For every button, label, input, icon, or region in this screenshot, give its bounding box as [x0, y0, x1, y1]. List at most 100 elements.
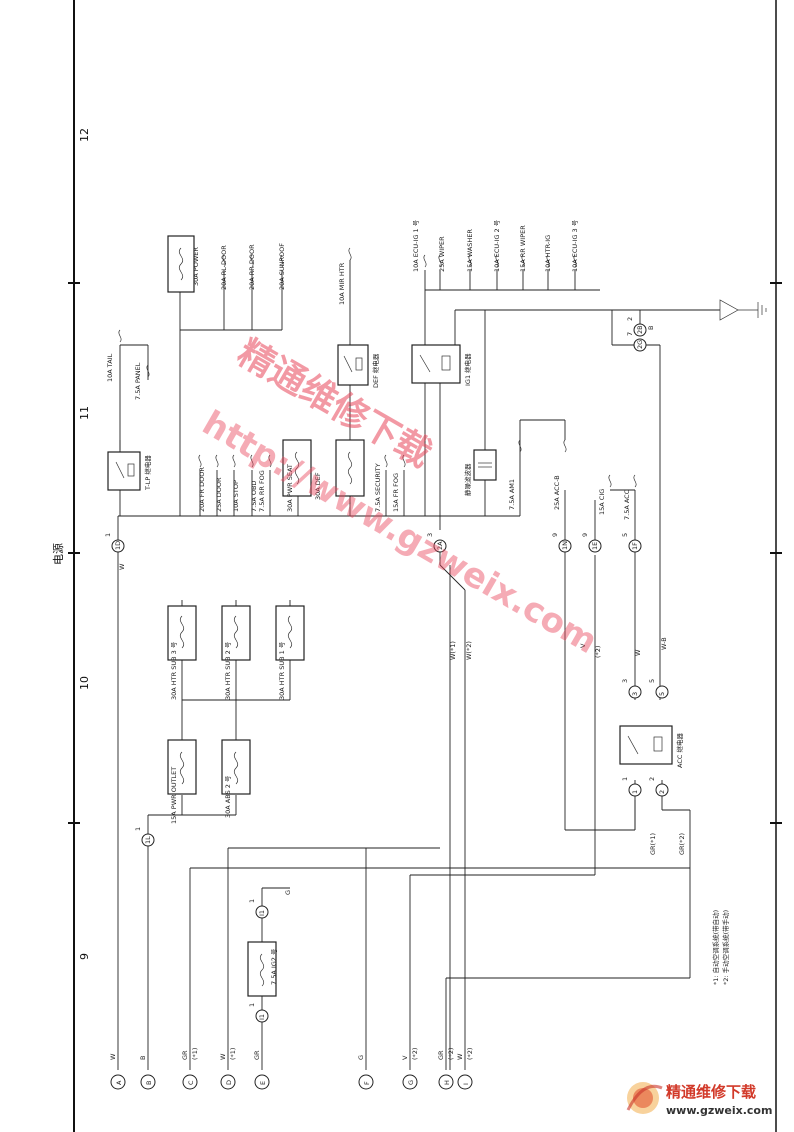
terminal-h: HGR(*2) [437, 1048, 455, 1090]
terminal-wire: V [401, 1055, 409, 1060]
fuse-label-sunroof: 20A SUNROOF [278, 243, 286, 290]
connector-pin: 9 [551, 533, 559, 537]
connector-code: 1N [561, 541, 569, 550]
relay-ig1 [411, 344, 461, 384]
connector-code: 2 [658, 790, 666, 794]
wire-labels: W W W-B B W(*1) W(*2) V (*2) GR(*1) GR(*… [118, 326, 686, 895]
relay-labels: T-LP 继电器 DEF 继电器 IG1 继电器 ACC 继电器 静噪滤波器 [143, 353, 684, 768]
connector-code: 1L [144, 836, 152, 844]
fuse-label-panel: 7.5A PANEL [134, 362, 142, 400]
fuse-label-ecuig2: 10A ECU-IG 2 号 [493, 219, 501, 272]
fuse-label-rldoor: 20A RL DOOR [220, 245, 228, 290]
fuse-abs2 [221, 739, 251, 795]
column-number: 9 [78, 953, 91, 960]
column-number: 10 [78, 676, 91, 690]
fuse-label-pwroutlet: 15A PWR OUTLET [170, 767, 178, 824]
relay-label-acc: ACC 继电器 [675, 733, 684, 768]
fuse-labels: 30A POWER 20A RL DOOR 20A RR DOOR 20A SUNRO… [106, 219, 631, 985]
fuse-label-ecuig3: 10A ECU-IG 3 号 [571, 219, 579, 272]
terminal-wire: GR [437, 1050, 445, 1060]
connector-code: 2A [436, 541, 444, 550]
fuse-label-mirhtr: 10A MIR HTR [338, 262, 346, 305]
terminal-note: (*1) [229, 1048, 237, 1060]
terminal-letter: D [225, 1080, 233, 1085]
fuse-def [335, 439, 365, 497]
terminal-wire: GR [253, 1050, 261, 1060]
terminal-letter: B [145, 1081, 153, 1085]
column-number: 12 [78, 128, 91, 142]
terminal-e: EGR [253, 1050, 270, 1090]
connector-acc3: 11 [621, 777, 642, 797]
fuse-label-rrdoor: 20A RR DOOR [248, 244, 256, 290]
connector-1e: 1E9 [581, 533, 602, 553]
terminal-wire: W [109, 1053, 117, 1060]
footnote: *1: 自动空调系统(带自动) [711, 910, 720, 985]
connector-acc2: 55 [648, 679, 669, 699]
fuse-label-power: 30A POWER [192, 247, 200, 286]
fuse-pwroutlet [167, 739, 197, 795]
connector-code: 1E [591, 542, 599, 550]
fuse-label-obd: 7.5A OBD [250, 481, 258, 512]
connector-acc1: 33 [621, 679, 642, 699]
wire-label: (*2) [594, 646, 602, 658]
relay-label-def: DEF 继电器 [371, 353, 380, 388]
connector-code: I1 [258, 910, 266, 916]
fuse-label-stop: 10A STOP [232, 480, 240, 512]
brand-logo: 精通维修下载 www.gzweix.com [626, 1082, 772, 1117]
fuse-label-door: 25A DOOR [215, 477, 223, 512]
wires [117, 252, 720, 1070]
connector-pin: 1 [248, 899, 256, 903]
connector-pin: 5 [648, 679, 656, 683]
terminal-wire: W [456, 1053, 464, 1060]
relay-label-ig1: IG1 继电器 [463, 353, 472, 386]
fuse-label-security: 7.5A SECURITY [374, 463, 382, 512]
connector-2a: 2A3 [426, 533, 447, 553]
wire-label: V [579, 643, 587, 648]
terminal-letter: G [407, 1080, 415, 1085]
fuse-label-rrfog: 7.5A RR FOG [258, 470, 266, 512]
connector-pin: 1 [134, 827, 142, 831]
connector-pin: 1 [104, 533, 112, 537]
footnote: *2: 手动空调系统(带手动) [721, 910, 730, 985]
fuse-label-ecuig1: 10A ECU-IG 1 号 [412, 219, 420, 272]
terminals: A W B B C GR (*1)DW(*1) EGR F GG V(*2) HGR(*2) I W (*2… [109, 1048, 474, 1090]
fuse-htrsub3 [167, 605, 197, 661]
connector-pin: 5 [621, 533, 629, 537]
fuse-label-acc: 7.5A ACC [623, 489, 631, 520]
relay-label-tlp: T-LP 继电器 [143, 455, 152, 491]
connector-code: 1F [631, 542, 639, 550]
connector-pin: 1 [621, 777, 629, 781]
wire-label: B [647, 326, 655, 330]
relay-def [337, 344, 369, 386]
fuse-label-accb: 25A ACC-B [553, 475, 561, 510]
fuse-label-ig2: 7.5A IG2 号 [270, 948, 278, 985]
connector-ig2a: I1 1 [248, 899, 269, 919]
terminal-letter: A [115, 1080, 123, 1085]
fuse-label-tail: 10A TAIL [106, 353, 114, 382]
terminal-c: CGR(*1) [181, 1048, 199, 1090]
fuse-label-wiper: 25A WIPER [438, 236, 446, 272]
fuse-label-def: 30A DEF [314, 472, 322, 500]
terminal-letter: I [462, 1083, 470, 1085]
terminal-g: G V(*2) [401, 1048, 419, 1090]
wire-label: GR(*1) [649, 833, 657, 855]
terminal-wire: B [139, 1056, 147, 1060]
relay-tlp [107, 451, 141, 491]
connector-pin: 2 [648, 777, 656, 781]
fuse-label-pwrseat: 30A PWR SEAT [286, 464, 294, 512]
terminal-letter: C [187, 1080, 195, 1085]
terminal-note: (*2) [411, 1048, 419, 1060]
terminal-wire: GR [181, 1050, 189, 1060]
wire-label: GR(*2) [678, 833, 686, 855]
fuse-label-htrsub1: 30A HTR SUB 1 号 [278, 641, 286, 700]
terminal-letter: F [363, 1081, 371, 1085]
fuse-pwrseat [282, 439, 312, 497]
footnotes: *1: 自动空调系统(带自动) *2: 手动空调系统(带手动) [711, 910, 730, 985]
connector-acc4: 22 [648, 777, 669, 797]
terminal-i: IW(*2) [456, 1048, 474, 1090]
terminal-d: DW(*1) [219, 1048, 237, 1090]
fuse-label-washer: 15A WASHER [466, 229, 474, 272]
fuse-htrsub1 [275, 605, 305, 661]
